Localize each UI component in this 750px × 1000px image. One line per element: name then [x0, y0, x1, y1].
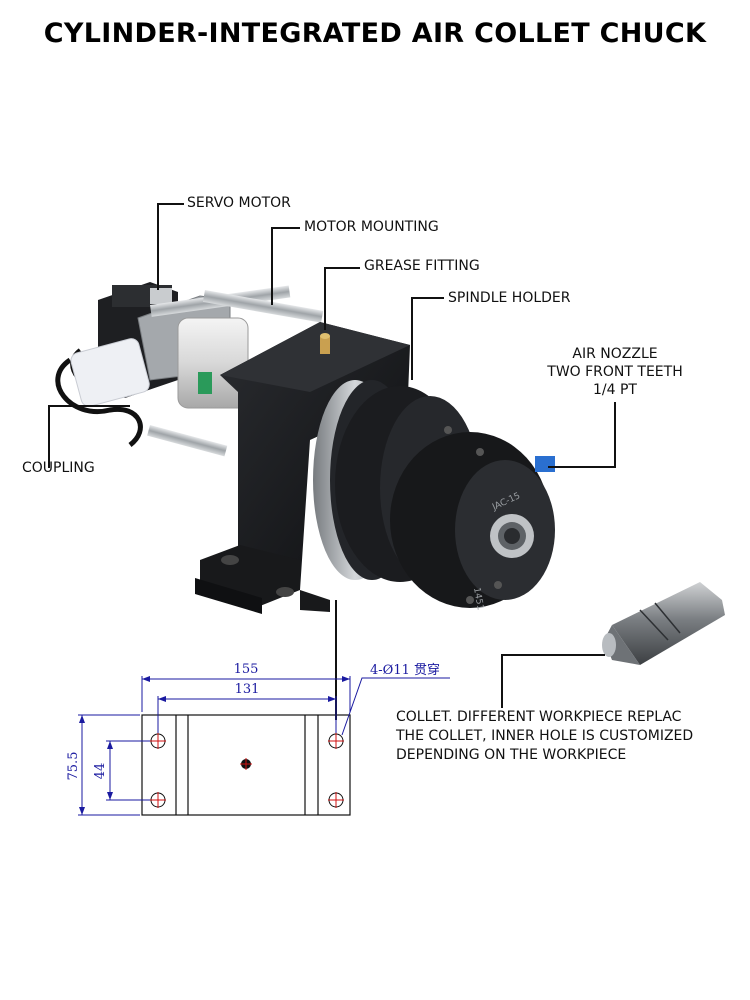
dim-hole-spacing-x: 131: [235, 682, 260, 697]
collet-line-1: COLLET. DIFFERENT WORKPIECE REPLAC: [396, 709, 682, 725]
callout-lines: [48, 203, 616, 720]
page-title: CYLINDER-INTEGRATED AIR COLLET CHUCK: [43, 18, 707, 49]
air-nozzle-line-2: TWO FRONT TEETH: [547, 364, 683, 380]
collet-line-3: DEPENDING ON THE WORKPIECE: [396, 747, 627, 763]
label-collet: COLLET. DIFFERENT WORKPIECE REPLAC THE C…: [396, 708, 693, 765]
air-nozzle-line-3: 1/4 PT: [593, 382, 637, 398]
chuck-body: [313, 380, 555, 608]
dim-height: 75.5: [66, 752, 81, 781]
chuck-side-marking: 1451: [471, 587, 485, 611]
label-servo-motor: SERVO MOTOR: [187, 195, 291, 211]
mounting-base-drawing: [78, 676, 450, 816]
dim-overall-width: 155: [234, 662, 259, 677]
dim-hole-spec: 4-Ø11 贯穿: [370, 662, 440, 678]
label-coupling: COUPLING: [22, 460, 95, 476]
coupling: [177, 317, 249, 409]
air-nozzle-line-1: AIR NOZZLE: [572, 346, 658, 362]
dim-hole-spacing-y: 44: [93, 763, 108, 780]
label-air-nozzle: AIR NOZZLE TWO FRONT TEETH 1/4 PT: [530, 345, 700, 399]
label-grease-fitting: GREASE FITTING: [364, 258, 480, 274]
collet-part: [602, 582, 725, 665]
label-spindle-holder: SPINDLE HOLDER: [448, 290, 571, 306]
label-motor-mounting: MOTOR MOUNTING: [304, 219, 439, 235]
collet-line-2: THE COLLET, INNER HOLE IS CUSTOMIZED: [396, 728, 694, 744]
